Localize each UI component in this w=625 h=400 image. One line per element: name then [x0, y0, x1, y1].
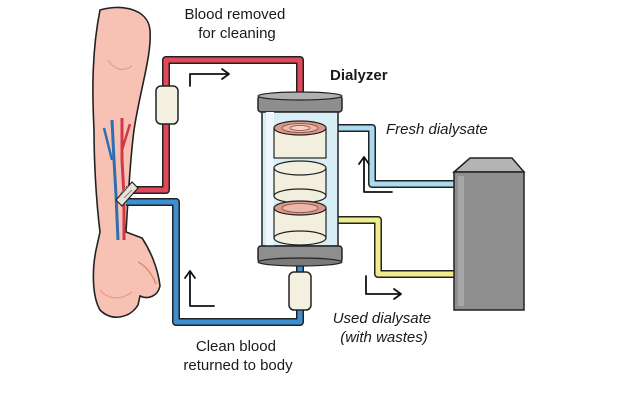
flow-arrow-fresh-dialysate	[358, 156, 393, 193]
label-blood-removed: Blood removed for cleaning	[184, 6, 289, 42]
flow-arrow-arterial	[189, 68, 230, 87]
fresh-dialysate-line	[338, 124, 456, 188]
dialysis-machine	[452, 157, 526, 311]
arm-illustration	[92, 6, 161, 318]
dialyzer-fiber-bundle-2	[273, 160, 327, 204]
label-used-dialysate: Used dialysate (with wastes)	[333, 310, 436, 346]
dialyzer-cylinder	[257, 91, 343, 267]
label-fresh-dialysate: Fresh dialysate	[386, 121, 488, 138]
label-dialyzer: Dialyzer	[330, 67, 388, 84]
arterial-blood-line	[126, 56, 304, 194]
dialyzer-fiber-bundle-3	[273, 200, 327, 246]
arterial-pump-clamp	[155, 85, 179, 125]
flow-arrow-venous	[184, 270, 215, 307]
flow-arrow-used-dialysate	[365, 275, 402, 300]
venous-pump-clamp	[288, 271, 312, 311]
dialyzer-fiber-bundle-1	[273, 120, 327, 159]
label-clean-blood: Clean blood returned to body	[183, 338, 293, 374]
arm-blood-vessels	[102, 118, 132, 241]
used-dialysate-line	[338, 216, 456, 278]
arm-connector	[115, 181, 139, 207]
